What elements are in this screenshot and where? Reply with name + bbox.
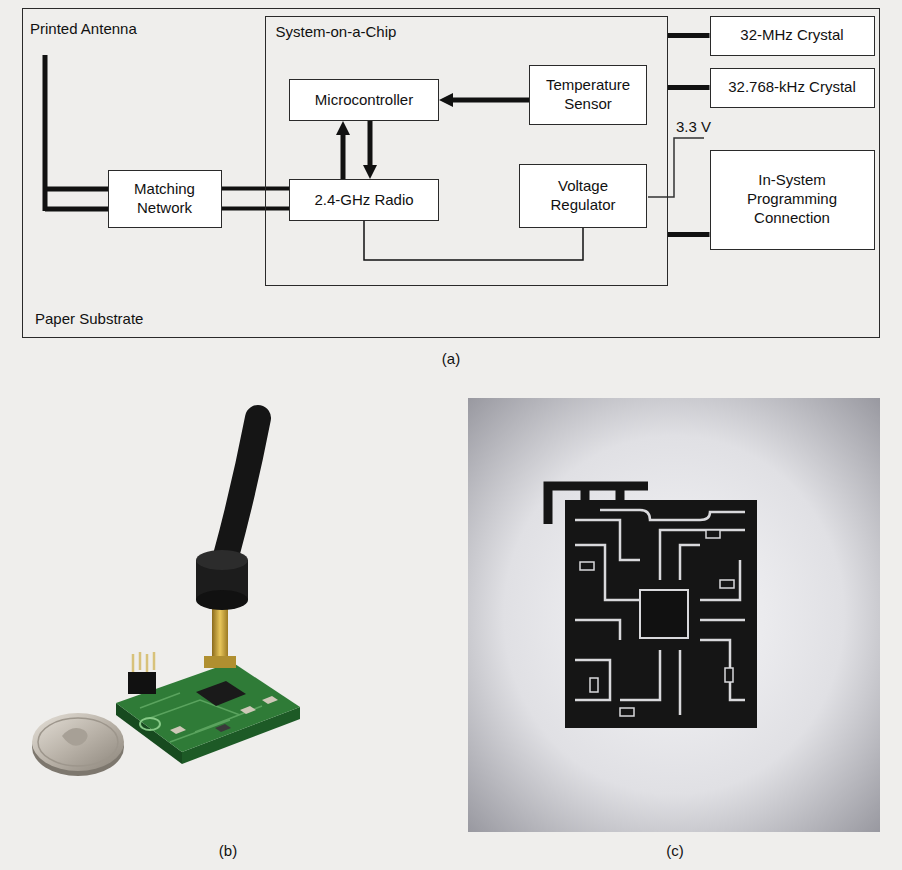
illustration-part xyxy=(720,580,734,588)
connector xyxy=(222,189,290,209)
illustration-part xyxy=(240,706,256,714)
node-text: Matching Network xyxy=(120,180,210,218)
illustration-part xyxy=(38,718,118,766)
block-box: 2.4-GHz Radio xyxy=(289,179,439,221)
illustration-part xyxy=(706,530,720,538)
component-box: In-System Programming Connection xyxy=(710,150,875,250)
connector xyxy=(668,87,710,88)
illustration-part xyxy=(565,500,757,728)
illustration-part xyxy=(133,652,154,672)
illustration-part xyxy=(196,681,246,706)
connectors xyxy=(222,36,710,261)
node-text: System-on-a-Chip xyxy=(276,23,397,42)
illustration-part xyxy=(226,418,258,556)
photo-paper-circuit xyxy=(468,398,880,832)
illustration-part xyxy=(640,590,688,638)
photo-board xyxy=(32,418,300,776)
illustration-part xyxy=(196,590,248,610)
illustration-part xyxy=(548,486,648,524)
node-text: Temperature Sensor xyxy=(538,76,638,114)
node-text: Paper Substrate xyxy=(35,310,143,329)
panel-label: (b) xyxy=(219,842,237,860)
illustration-part xyxy=(215,724,231,732)
panel-label: (c) xyxy=(666,842,684,860)
illustration-part xyxy=(128,672,156,694)
illustration-part xyxy=(575,510,745,715)
connector-line xyxy=(222,187,290,191)
node-text: 2.4-GHz Radio xyxy=(314,191,413,210)
block-box: Microcontroller xyxy=(289,79,439,121)
chip-frame: System-on-a-ChipMicrocontroller Temperatu… xyxy=(265,16,668,286)
part-label: Printed Antenna xyxy=(30,20,137,38)
node-text: Voltage Regulator xyxy=(538,177,628,215)
connector xyxy=(370,121,371,169)
illustration-part xyxy=(580,562,594,570)
illustration-part xyxy=(620,708,634,716)
illustration-part xyxy=(725,668,733,682)
illustration-part xyxy=(32,713,124,771)
connector-line xyxy=(668,33,710,38)
connector xyxy=(668,234,710,235)
supply-wire xyxy=(648,138,704,197)
node-text: In-System Programming Connection xyxy=(737,171,847,227)
connector xyxy=(343,131,344,179)
illustration-part xyxy=(196,550,248,570)
node-text: Microcontroller xyxy=(315,91,413,110)
connector-line xyxy=(668,232,710,237)
connector xyxy=(668,35,710,36)
block-box: Temperature Sensor xyxy=(529,65,647,125)
illustration-part xyxy=(204,656,236,668)
illustration-part xyxy=(140,693,262,742)
node-text: 32.768-kHz Crystal xyxy=(728,78,856,97)
connector xyxy=(449,100,529,101)
connector-line xyxy=(341,131,346,179)
connector-line xyxy=(368,121,373,169)
panel-label: (a) xyxy=(442,350,460,368)
connector-line xyxy=(668,85,710,90)
substrate-frame: Paper Substrate System-on-a-ChipMicrocont… xyxy=(22,8,880,338)
node-text: 32-MHz Crystal xyxy=(740,26,843,45)
illustration-part xyxy=(116,662,300,752)
illustration-part xyxy=(262,696,278,704)
component-box: 32.768-kHz Crystal xyxy=(710,68,875,108)
signal-label: 3.3 V xyxy=(676,118,711,136)
component-box: 32-MHz Crystal xyxy=(710,16,875,56)
illustration-part xyxy=(140,718,160,730)
block-box: Voltage Regulator xyxy=(519,164,647,228)
connector-line xyxy=(449,98,529,103)
component-box: Matching Network xyxy=(108,170,222,228)
illustration-part xyxy=(62,728,88,746)
illustration-part xyxy=(468,398,880,832)
illustration-part xyxy=(590,678,598,692)
illustration-part xyxy=(170,726,186,734)
antenna-trace xyxy=(45,55,108,211)
connector-line xyxy=(222,207,290,211)
